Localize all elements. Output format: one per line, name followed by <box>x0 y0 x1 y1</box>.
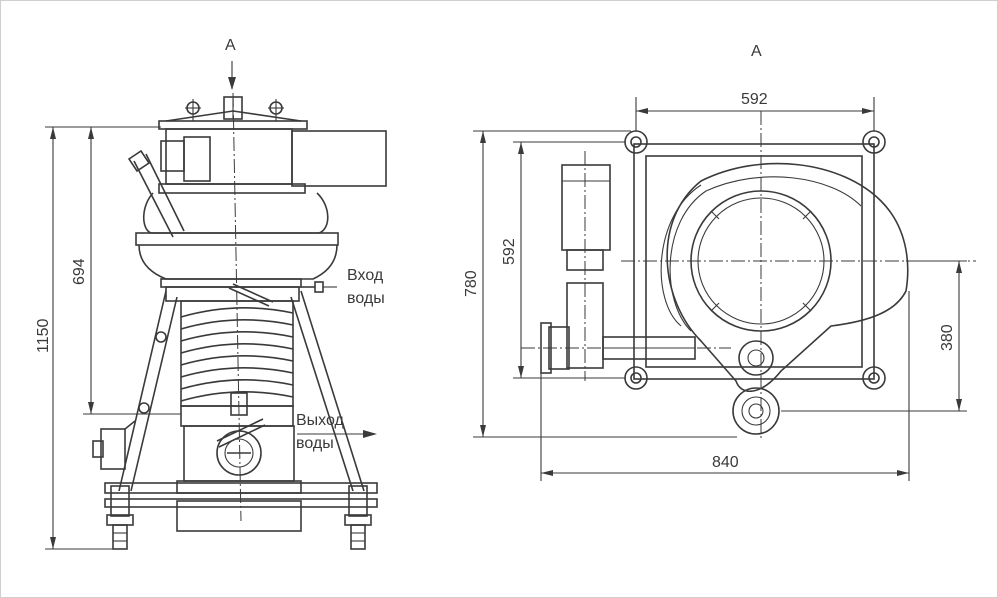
stand-legs <box>92 290 378 550</box>
dim-label-694: 694 <box>71 258 88 285</box>
dim-label-1150: 1150 <box>35 318 52 353</box>
flange-upper <box>738 340 774 376</box>
foot-right <box>348 485 368 517</box>
dim-label-380: 380 <box>939 324 956 351</box>
side-bracket <box>100 428 126 470</box>
dim-label-592-left: 592 <box>501 238 518 265</box>
side-valve <box>183 136 211 182</box>
housing-outline <box>666 162 909 393</box>
view-marker-a: A <box>225 37 236 54</box>
view-arrow-head <box>228 77 236 90</box>
bolt-icon <box>624 366 648 390</box>
valve-body <box>561 164 611 251</box>
foot-left <box>110 485 130 517</box>
flange-lower <box>732 387 780 435</box>
water-outlet-label-2: воды <box>296 435 334 452</box>
plan-view-title: A <box>751 43 762 60</box>
bolt-icon <box>624 130 648 154</box>
pump-body <box>135 192 339 307</box>
water-inlet-label-2: воды <box>347 290 385 307</box>
side-view <box>45 61 387 550</box>
dim-label-592-top: 592 <box>741 91 768 108</box>
water-outlet-label-1: Выход <box>296 412 344 429</box>
side-dimensions <box>45 126 181 550</box>
center-axis <box>232 92 242 522</box>
base-frame <box>104 482 378 494</box>
exhaust-duct <box>291 130 387 187</box>
dim-label-840: 840 <box>712 454 739 471</box>
water-inlet-label-1: Вход <box>347 267 384 284</box>
plan-dimensions <box>473 97 967 481</box>
inlet-nozzle <box>314 281 324 293</box>
dim-label-780: 780 <box>463 270 480 297</box>
bolt-icon <box>862 366 886 390</box>
plan-view <box>473 97 976 481</box>
upper-housing <box>127 128 387 238</box>
